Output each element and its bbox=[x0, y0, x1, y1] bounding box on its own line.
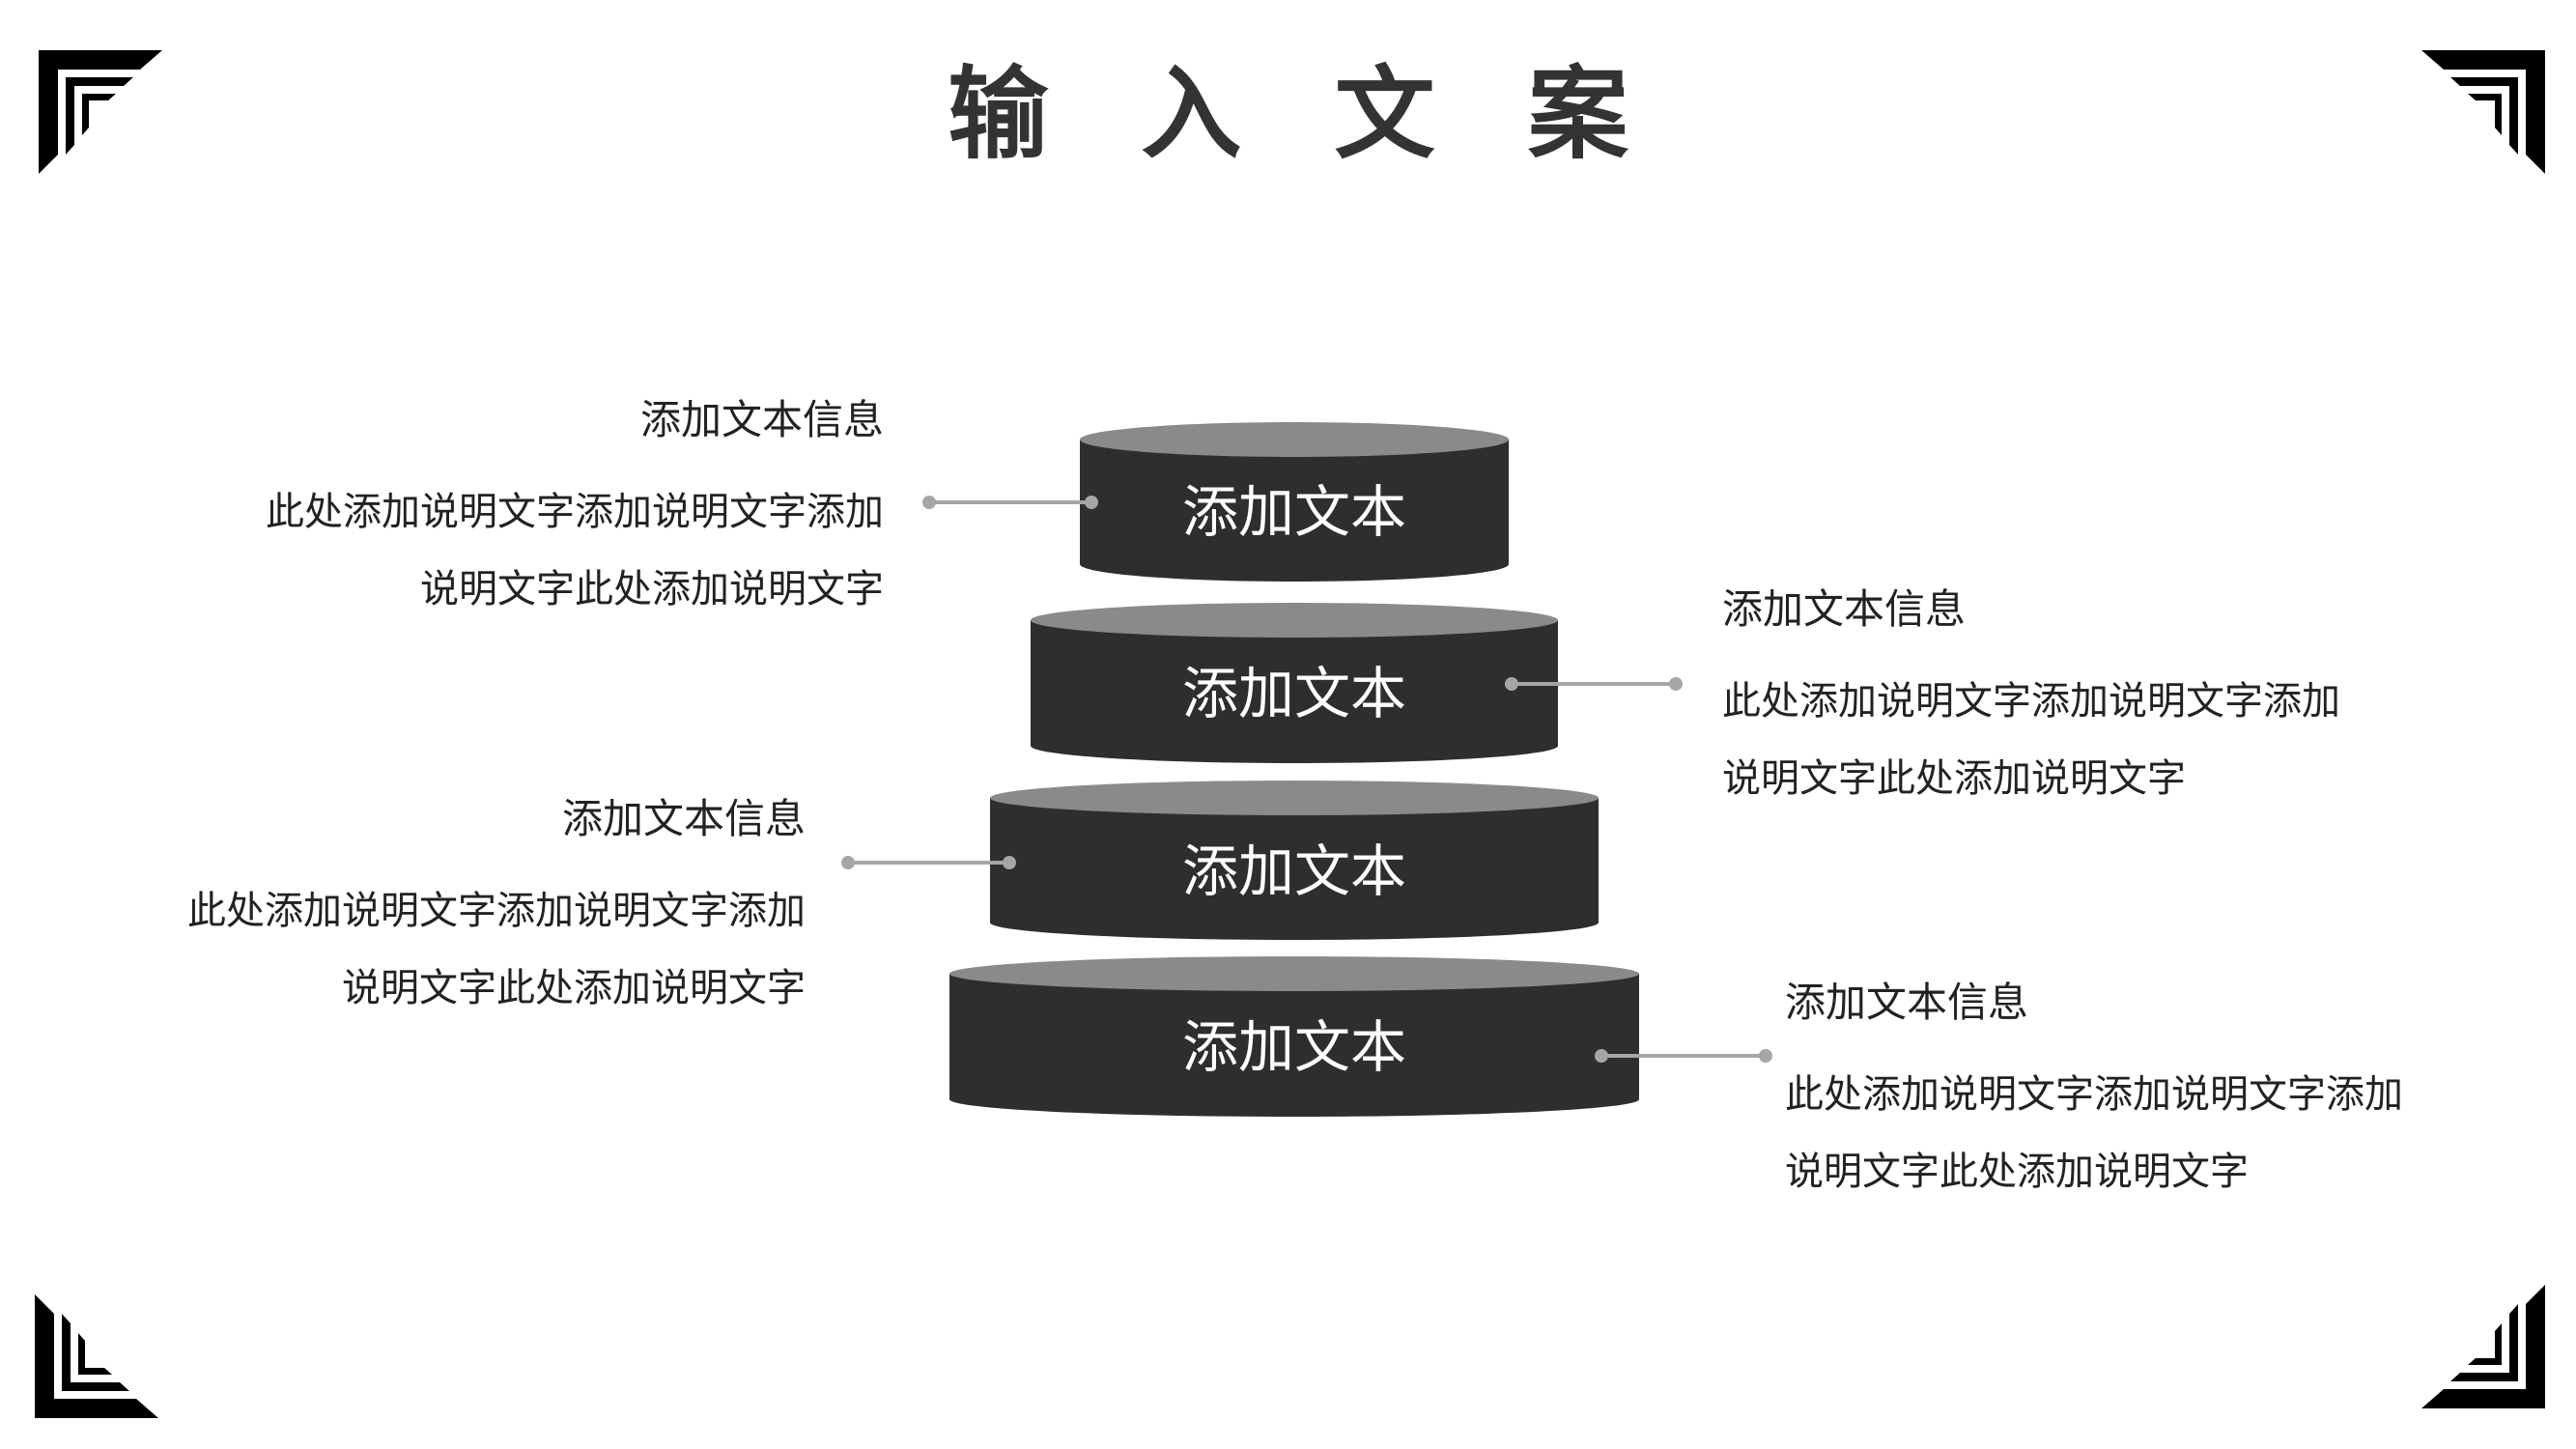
annotation-2-desc-line-1: 此处添加说明文字添加说明文字添加 bbox=[1722, 679, 2340, 724]
annotation-3-desc-line-1: 此处添加说明文字添加说明文字添加 bbox=[187, 889, 806, 933]
page-title: 输 入 文 案 bbox=[948, 55, 1657, 173]
tier-2-top bbox=[1031, 603, 1558, 638]
tier-4-label: 添加文本 bbox=[1182, 1014, 1406, 1080]
tier-1-side bbox=[1080, 440, 1509, 582]
annotation-3: 添加文本信息 此处添加说明文字添加说明文字添加 说明文字此处添加说明文字 bbox=[33, 795, 806, 1027]
cylinder-tier-4: 添加文本 bbox=[949, 956, 1639, 1117]
tier-3-label: 添加文本 bbox=[1182, 838, 1406, 904]
annotation-4-heading: 添加文本信息 bbox=[1785, 979, 2029, 1026]
annotation-2-heading: 添加文本信息 bbox=[1722, 585, 1967, 633]
cylinder-tier-1: 添加文本 bbox=[1080, 422, 1509, 582]
annotation-3-desc-line-2: 说明文字此处添加说明文字 bbox=[342, 966, 806, 1010]
corner-ornament-bottom-left bbox=[35, 1294, 158, 1418]
annotation-1-desc-line-1: 此处添加说明文字添加说明文字添加 bbox=[266, 490, 884, 534]
tier-4-side bbox=[949, 974, 1639, 1117]
annotation-4-desc-line-1: 此处添加说明文字添加说明文字添加 bbox=[1785, 1072, 2403, 1117]
tier-3-side bbox=[990, 798, 1599, 940]
annotation-1: 添加文本信息 此处添加说明文字添加说明文字添加 说明文字此处添加说明文字 bbox=[111, 396, 884, 628]
connector-2 bbox=[1505, 677, 1683, 691]
annotation-4: 添加文本信息 此处添加说明文字添加说明文字添加 说明文字此处添加说明文字 bbox=[1785, 979, 2558, 1210]
cylinder-tier-3: 添加文本 bbox=[990, 781, 1599, 940]
tier-3-top bbox=[990, 781, 1599, 815]
tier-2-side bbox=[1031, 620, 1558, 763]
corner-ornament-bottom-right bbox=[2421, 1285, 2545, 1408]
annotation-3-heading: 添加文本信息 bbox=[561, 795, 806, 842]
annotation-1-heading: 添加文本信息 bbox=[639, 396, 884, 443]
tier-4-top bbox=[949, 956, 1639, 991]
annotation-4-desc-line-2: 说明文字此处添加说明文字 bbox=[1785, 1150, 2249, 1194]
annotation-2: 添加文本信息 此处添加说明文字添加说明文字添加 说明文字此处添加说明文字 bbox=[1722, 585, 2495, 817]
corner-ornament-top-right bbox=[2421, 50, 2545, 174]
tier-1-label: 添加文本 bbox=[1182, 479, 1406, 545]
annotation-2-desc-line-2: 说明文字此处添加说明文字 bbox=[1722, 756, 2186, 801]
cylinder-tier-2: 添加文本 bbox=[1031, 603, 1558, 763]
connector-1 bbox=[922, 496, 1098, 509]
connector-4 bbox=[1595, 1049, 1772, 1063]
corner-ornament-top-left bbox=[39, 50, 162, 174]
tier-1-top bbox=[1080, 422, 1509, 457]
connector-3 bbox=[841, 856, 1016, 869]
annotation-1-desc-line-2: 说明文字此处添加说明文字 bbox=[420, 567, 884, 611]
tier-2-label: 添加文本 bbox=[1182, 661, 1406, 726]
